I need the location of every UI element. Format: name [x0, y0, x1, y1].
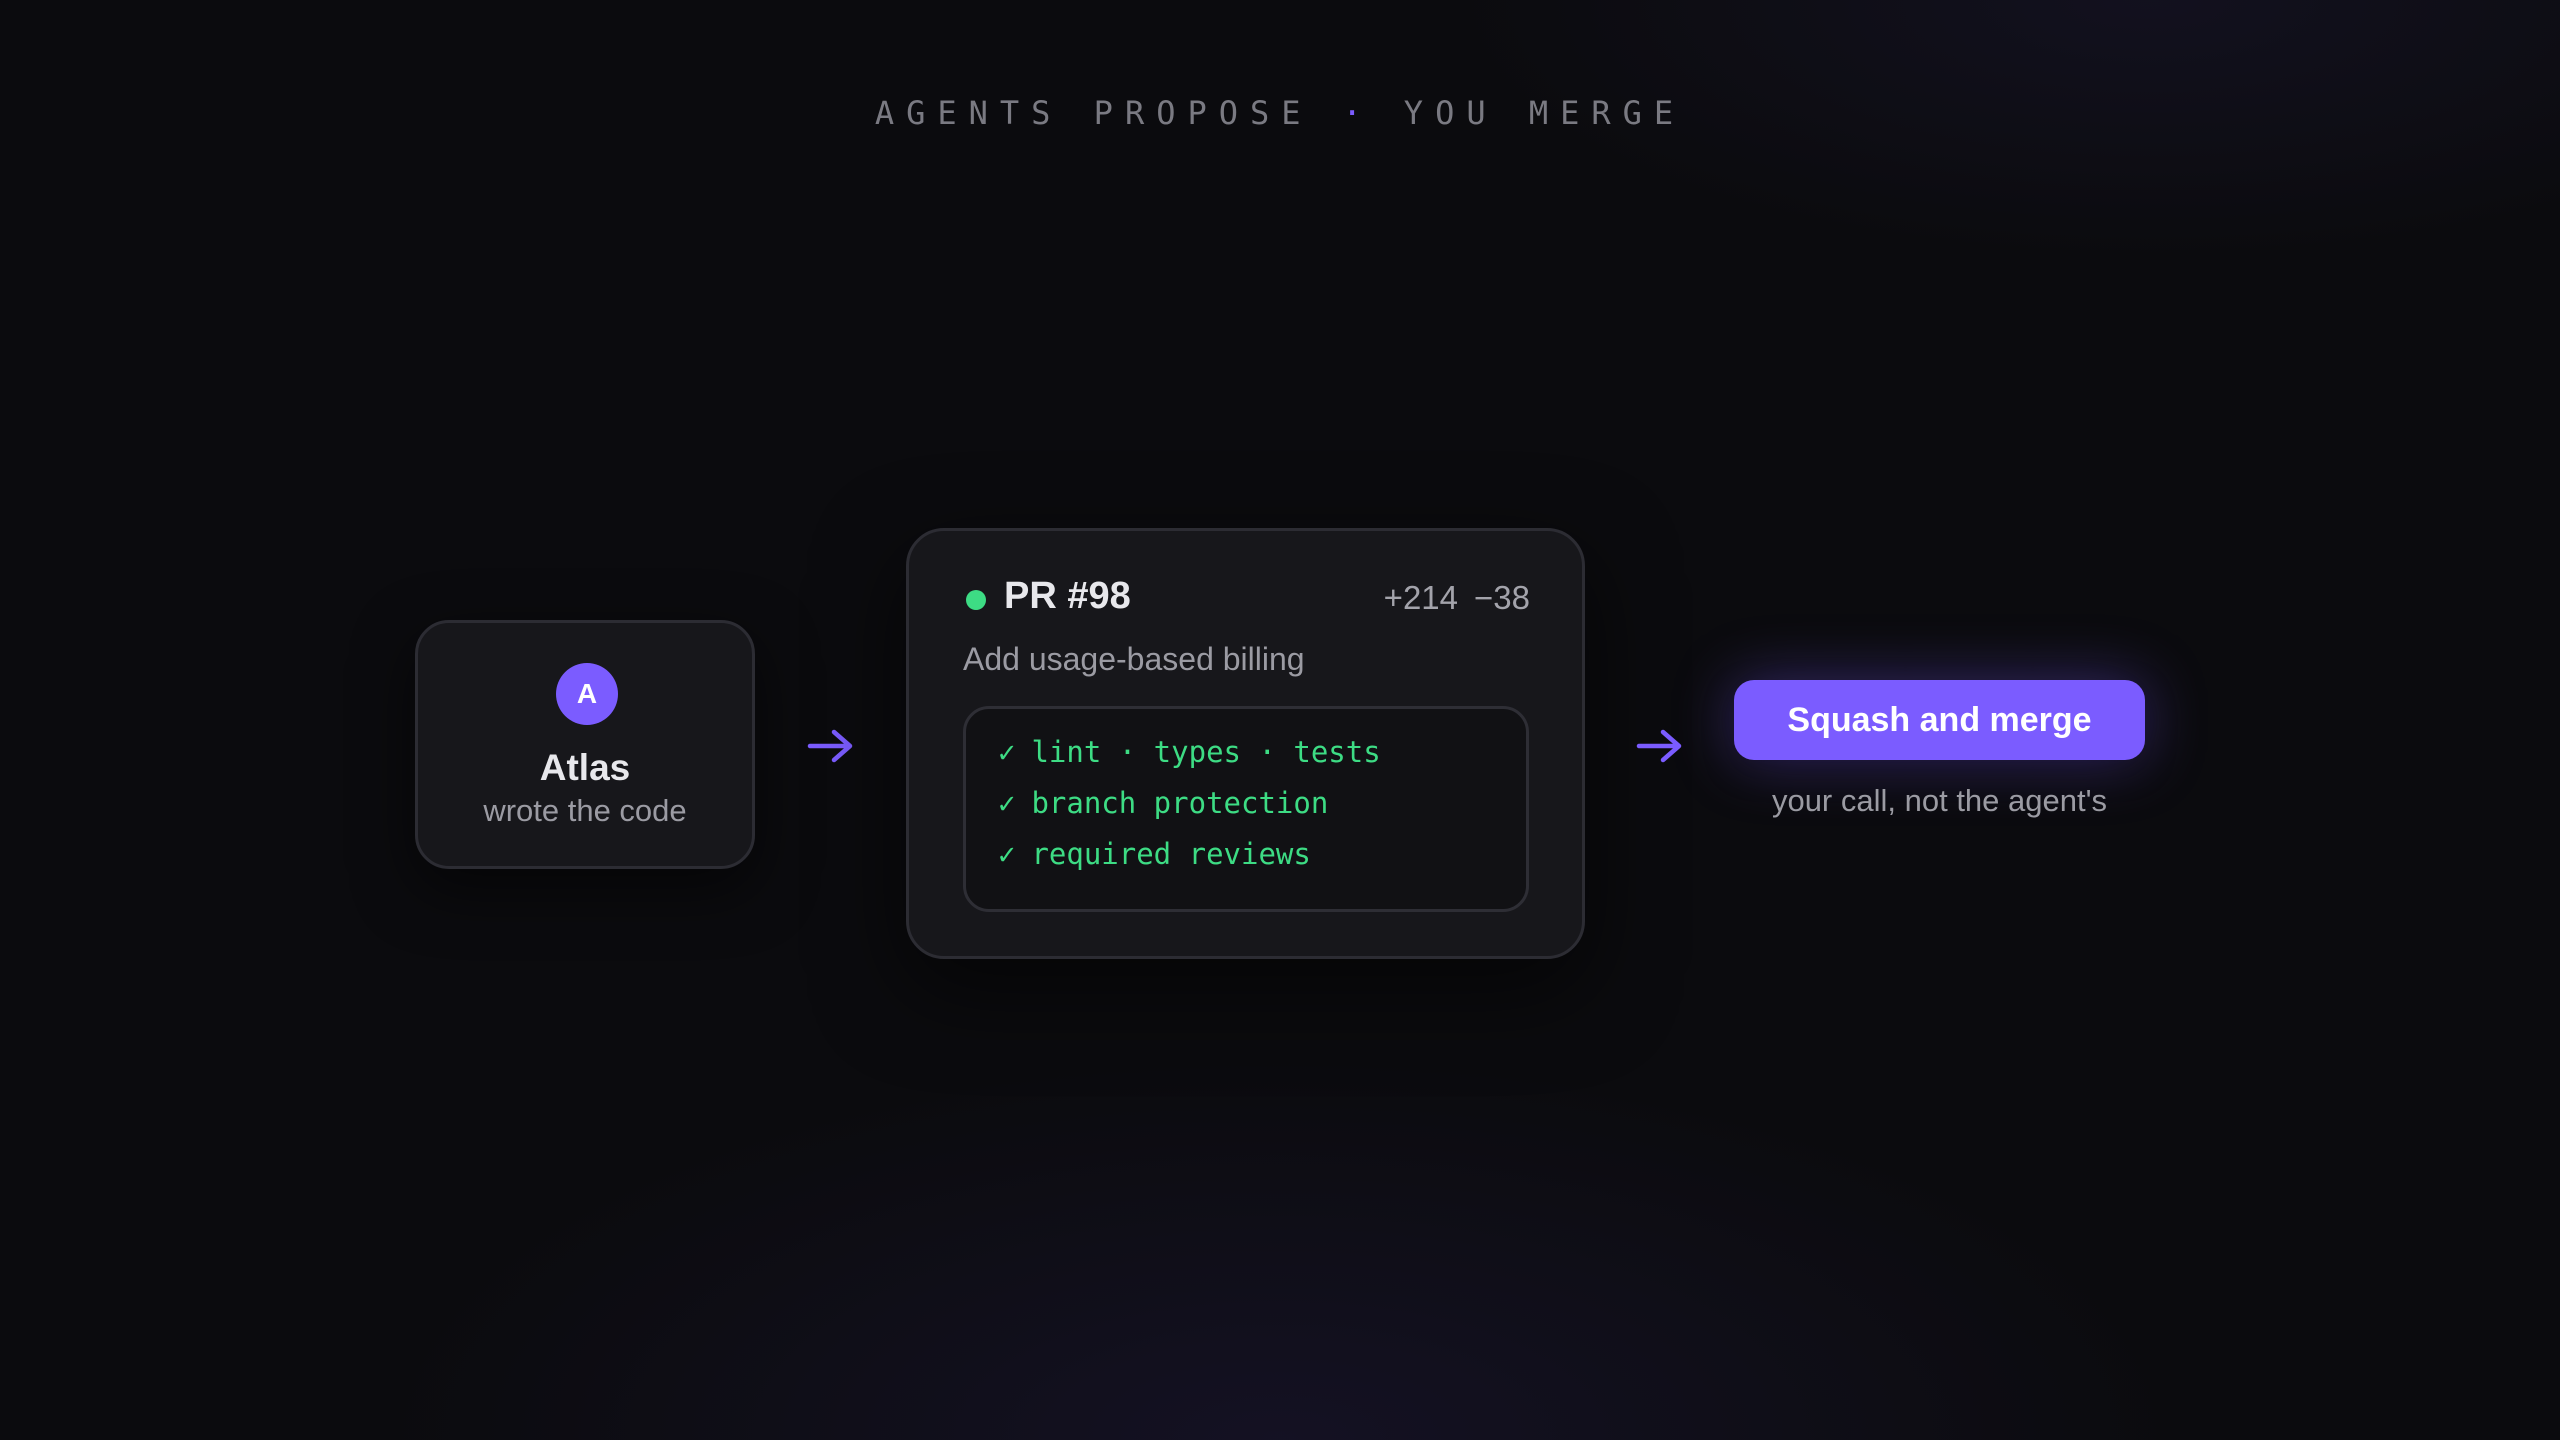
- headline-right: YOU MERGE: [1403, 94, 1686, 132]
- headline-separator: ·: [1342, 94, 1374, 132]
- check-item: ✓ lint · types · tests: [998, 735, 1526, 786]
- check-label: lint · types · tests: [1031, 735, 1381, 769]
- check-icon: ✓: [998, 837, 1016, 871]
- pr-title: Add usage-based billing: [963, 641, 1305, 677]
- agent-role: wrote the code: [483, 793, 687, 828]
- checks-list: ✓ lint · types · tests ✓ branch protection…: [963, 706, 1529, 912]
- pr-number[interactable]: PR #98: [1004, 575, 1131, 617]
- pull-request-card[interactable]: PR #98 +214 −38 Add usage-based billing ✓…: [906, 528, 1585, 959]
- check-icon: ✓: [998, 735, 1016, 769]
- check-label: branch protection: [1031, 786, 1329, 820]
- status-dot-icon: [966, 590, 986, 610]
- check-item: ✓ branch protection: [998, 786, 1526, 837]
- check-label: required reviews: [1031, 837, 1311, 871]
- arrow-right-icon: [806, 726, 856, 766]
- squash-and-merge-button[interactable]: Squash and merge: [1734, 680, 2145, 760]
- pr-diff-stats: +214 −38: [1384, 579, 1530, 617]
- pr-deletions: −38: [1474, 579, 1530, 616]
- headline-left: AGENTS PROPOSE: [874, 94, 1313, 132]
- check-icon: ✓: [998, 786, 1016, 820]
- check-item: ✓ required reviews: [998, 837, 1526, 888]
- agent-card: A Atlas wrote the code: [415, 620, 755, 869]
- merge-caption: your call, not the agent's: [1771, 783, 2108, 818]
- page-headline: AGENTS PROPOSE · YOU MERGE: [0, 94, 2560, 132]
- agent-name: Atlas: [539, 747, 631, 788]
- arrow-right-icon: [1635, 726, 1685, 766]
- agent-avatar: A: [556, 663, 618, 725]
- pr-additions: +214: [1383, 579, 1459, 616]
